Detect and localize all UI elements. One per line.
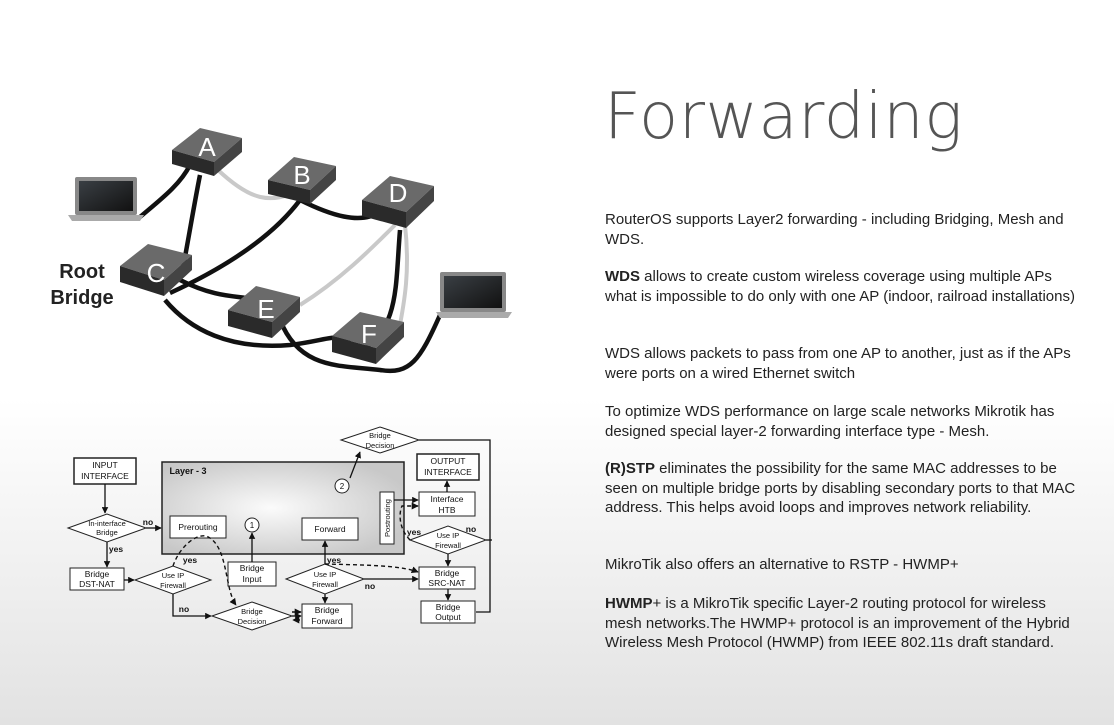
svg-text:HTB: HTB	[439, 505, 456, 515]
svg-text:Prerouting: Prerouting	[178, 522, 217, 532]
svg-text:Firewall: Firewall	[435, 541, 461, 550]
svg-text:Use IP: Use IP	[314, 570, 337, 579]
svg-text:yes: yes	[327, 555, 341, 565]
svg-text:In-interface: In-interface	[88, 519, 126, 528]
svg-text:Bridge: Bridge	[85, 569, 110, 579]
root-bridge-label: Bridge	[50, 287, 113, 309]
router-icon: A	[172, 128, 242, 176]
svg-text:yes: yes	[183, 555, 197, 565]
router-icon: E	[228, 286, 300, 338]
use-ip-firewall-decision	[284, 563, 366, 595]
svg-text:Bridge: Bridge	[315, 605, 340, 615]
svg-text:Output: Output	[435, 612, 461, 622]
laptop-icon	[436, 272, 512, 318]
svg-text:no: no	[143, 517, 153, 527]
svg-text:Firewall: Firewall	[312, 580, 338, 589]
svg-text:yes: yes	[407, 527, 421, 537]
svg-text:DST-NAT: DST-NAT	[79, 579, 115, 589]
svg-text:Decision: Decision	[366, 441, 395, 450]
svg-text:Decision: Decision	[238, 617, 267, 626]
svg-text:INPUT: INPUT	[92, 460, 118, 470]
svg-text:Use IP: Use IP	[162, 571, 185, 580]
svg-text:Forward: Forward	[314, 524, 345, 534]
svg-text:no: no	[365, 581, 375, 591]
svg-text:Bridge: Bridge	[241, 607, 263, 616]
root-bridge-label: Root	[59, 261, 105, 283]
paragraph-wds-packets: WDS allows packets to pass from one AP t…	[605, 345, 1071, 382]
laptop-icon	[68, 177, 144, 221]
paragraph-wds: WDS allows to create custom wireless cov…	[605, 268, 1075, 305]
bridge-forward-box	[301, 603, 353, 629]
network-topology-illustration: A B C D E F Root Bridge	[50, 128, 512, 374]
svg-text:C: C	[147, 258, 166, 288]
svg-text:F: F	[361, 319, 377, 349]
svg-text:1: 1	[250, 521, 255, 530]
router-icon: F	[332, 312, 404, 364]
svg-text:yes: yes	[109, 544, 123, 554]
svg-text:no: no	[179, 604, 189, 614]
svg-text:Forward: Forward	[311, 616, 342, 626]
output-interface-box	[416, 453, 480, 481]
bridge-output-box	[420, 600, 476, 624]
svg-text:Bridge: Bridge	[96, 528, 118, 537]
svg-text:no: no	[466, 524, 476, 534]
svg-text:Firewall: Firewall	[160, 581, 186, 590]
bridge-packet-flow-diagram: Layer - 3 INPUT INTERFACE OUTPUT INTERFA…	[66, 426, 492, 631]
svg-text:E: E	[257, 294, 274, 324]
paragraph-mesh: To optimize WDS performance on large sca…	[605, 403, 1055, 440]
paragraph-rstp: (R)STP eliminates the possibility for th…	[605, 460, 1076, 516]
paragraph-hwmp: HWMP+ is a MikroTik specific Layer-2 rou…	[605, 595, 1070, 651]
svg-text:OUTPUT: OUTPUT	[431, 456, 466, 466]
forward-box	[301, 517, 359, 541]
svg-text:Interface: Interface	[430, 494, 463, 504]
svg-text:Use IP: Use IP	[437, 531, 460, 540]
slide-title: Forwarding	[604, 80, 964, 154]
svg-text:A: A	[198, 132, 216, 162]
bridge-src-nat-box	[418, 566, 476, 590]
svg-text:B: B	[293, 160, 310, 190]
svg-text:INTERFACE: INTERFACE	[424, 467, 472, 477]
prerouting-box	[169, 515, 227, 539]
svg-text:Bridge: Bridge	[240, 563, 265, 573]
svg-text:Bridge: Bridge	[436, 602, 461, 612]
svg-text:SRC-NAT: SRC-NAT	[428, 578, 465, 588]
input-interface-box	[73, 457, 137, 485]
svg-text:Bridge: Bridge	[435, 568, 460, 578]
svg-text:Postrouting: Postrouting	[383, 499, 392, 537]
router-icon: B	[268, 157, 336, 204]
paragraph-layer2: RouterOS supports Layer2 forwarding - in…	[605, 211, 1064, 248]
postrouting-box	[379, 491, 395, 545]
svg-text:INTERFACE: INTERFACE	[81, 471, 129, 481]
svg-text:2: 2	[340, 482, 345, 491]
layer3-box	[161, 461, 405, 555]
svg-text:Input: Input	[243, 574, 263, 584]
paragraph-alternative: MikroTik also offers an alternative to R…	[605, 556, 959, 573]
svg-text:D: D	[389, 178, 408, 208]
router-icon: C	[120, 244, 192, 296]
layer3-label: Layer - 3	[169, 466, 206, 476]
svg-text:Bridge: Bridge	[369, 431, 391, 440]
bridge-dst-nat-box	[69, 567, 125, 591]
router-icon: D	[362, 176, 434, 228]
use-ip-firewall-decision	[133, 565, 213, 595]
